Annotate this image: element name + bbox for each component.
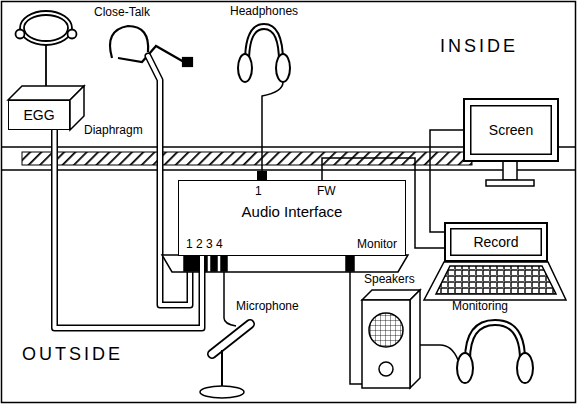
region-label: OUTSIDE (22, 344, 123, 365)
drawing-part (465, 320, 525, 360)
egg-box-3d (8, 86, 84, 130)
drawing-part (369, 313, 403, 347)
microphone (200, 272, 250, 398)
drawing-part (212, 324, 250, 354)
drawing-part (486, 180, 534, 186)
screen-monitor: Screen (463, 98, 559, 162)
drawing-part (221, 350, 223, 388)
drawing-part (276, 54, 290, 82)
screen-stand (486, 160, 534, 186)
region-label: INSIDE (440, 36, 518, 57)
drawing-part (262, 82, 283, 182)
drawing-part (379, 362, 393, 376)
drawing-part (249, 29, 279, 62)
drawing-part (20, 11, 72, 45)
headphones (238, 24, 290, 182)
port-label: 1 (255, 185, 262, 199)
port-label: Monitor (357, 238, 397, 252)
component-label: Monitoring (452, 300, 508, 314)
drawing-part (503, 160, 517, 180)
drawing-part (346, 256, 354, 271)
node-label: EGG (23, 107, 54, 123)
component-label: Headphones (230, 5, 298, 19)
drawing-part (424, 262, 566, 300)
drawing-part (470, 325, 520, 360)
drawing-part (45, 45, 47, 86)
drawing-part (420, 345, 458, 360)
drawing-part (224, 272, 236, 326)
drawing-part (70, 86, 84, 130)
drawing-part (221, 256, 227, 271)
port-label: FW (317, 185, 336, 199)
drawing-part (410, 290, 420, 388)
record-laptop: Record (444, 222, 548, 262)
drawing-part (110, 26, 148, 58)
drawing-part (24, 15, 68, 41)
egg-device-box: EGG (8, 100, 70, 130)
drawing-part (200, 386, 244, 398)
component-label: Close-Talk (94, 6, 150, 20)
node-label: Record (473, 234, 518, 250)
component-label: Microphone (236, 300, 299, 314)
cable-line (430, 130, 463, 232)
drawing-part (212, 324, 250, 354)
port-label: 1 2 3 4 (186, 238, 223, 252)
drawing-part (2, 169, 575, 171)
drawing-part (238, 54, 252, 82)
cable-connector (430, 130, 463, 232)
drawing-part (68, 30, 77, 39)
port-label: Audio Interface (179, 203, 405, 220)
drawing-part (183, 58, 192, 66)
drawing-part (350, 272, 362, 384)
component-label: Speakers (364, 273, 415, 287)
drawing-part (436, 266, 556, 294)
laptop-keyboard (424, 262, 566, 300)
drawing-part (517, 353, 533, 383)
audio-interface-box: 1 FW Audio Interface 1 2 3 4 Monitor (178, 180, 406, 256)
drawing-part (362, 300, 410, 388)
drawing-part (16, 30, 25, 39)
egg-electrodes (16, 11, 77, 86)
component-label: Diaphragm (84, 124, 143, 138)
drawing-part (211, 256, 217, 271)
drawing-part (457, 353, 473, 383)
monitoring-headphones (457, 320, 533, 383)
drawing-part (245, 24, 283, 62)
node-label: Screen (489, 122, 533, 138)
